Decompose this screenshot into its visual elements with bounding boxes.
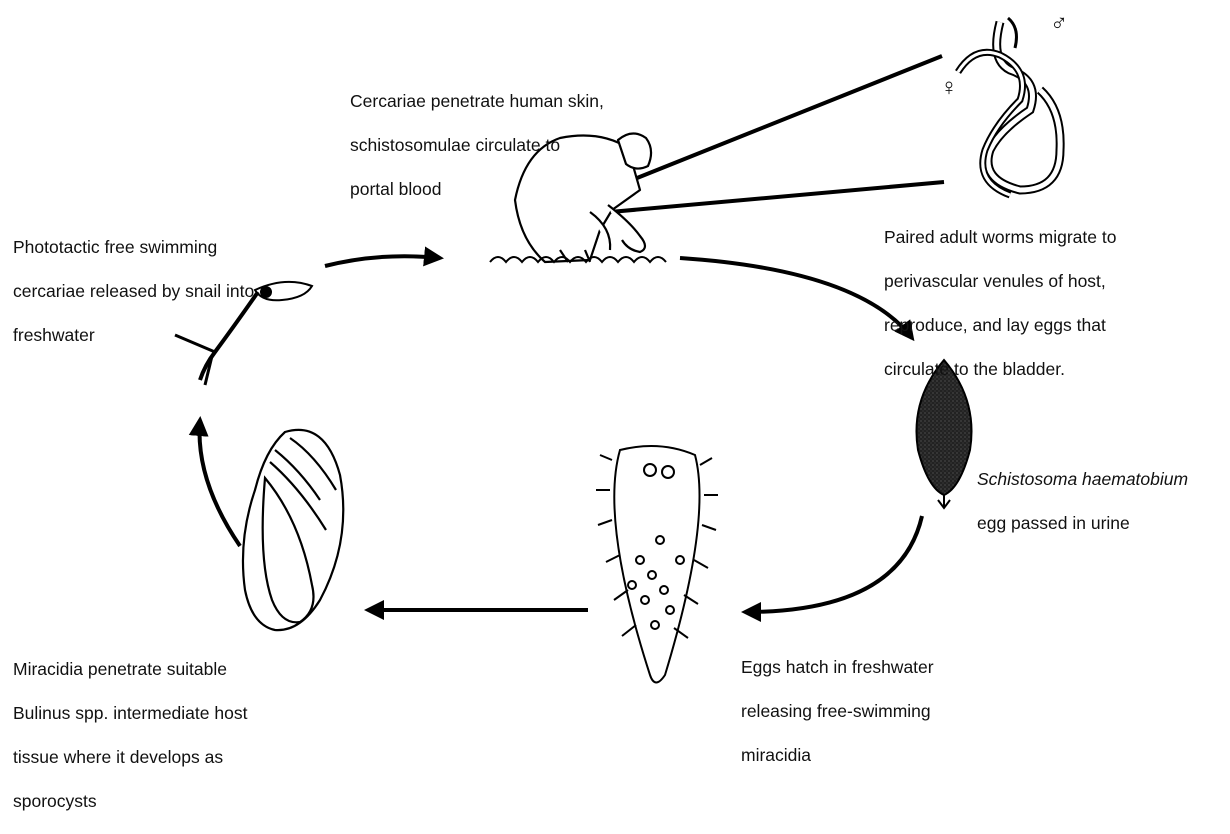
label-line: sporocysts: [13, 790, 247, 812]
miracidium: [596, 446, 718, 683]
arrow-cercariae-to-human: [325, 256, 440, 266]
arrow-egg-to-miracidia: [745, 516, 922, 612]
label-phototactic: Phototactic free swimming cercariae rele…: [13, 214, 254, 368]
arrow-human-to-egg: [680, 258, 912, 338]
label-line: Phototactic free swimming: [13, 236, 254, 258]
life-cycle-diagram: Cercariae penetrate human skin, schistos…: [0, 0, 1230, 725]
egg-passed-text: egg passed in urine: [977, 512, 1188, 534]
label-line: freshwater: [13, 324, 254, 346]
label-line: miracidia: [741, 744, 934, 766]
label-eggs-hatch: Eggs hatch in freshwater releasing free-…: [741, 634, 934, 788]
label-line: releasing free-swimming: [741, 700, 934, 722]
label-line: reproduce, and lay eggs that: [884, 314, 1116, 336]
label-line: Eggs hatch in freshwater: [741, 656, 934, 678]
female-symbol: ♀: [940, 76, 958, 100]
label-line: Cercariae penetrate human skin,: [350, 90, 604, 112]
label-line: Miracidia penetrate suitable: [13, 658, 247, 680]
arrow-snail-to-cercariae: [200, 420, 241, 546]
male-symbol: ♂: [1050, 12, 1068, 36]
label-line: schistosomulae circulate to: [350, 134, 604, 156]
label-line: perivascular venules of host,: [884, 270, 1116, 292]
pointer-line-upper: [612, 56, 942, 188]
egg-species-name: Schistosoma haematobium: [977, 468, 1188, 490]
label-line: Bulinus spp. intermediate host: [13, 702, 247, 724]
snail-shell: [243, 430, 343, 630]
label-miracidia-penetrate: Miracidia penetrate suitable Bulinus spp…: [13, 636, 247, 834]
label-line: portal blood: [350, 178, 604, 200]
label-line: tissue where it develops as: [13, 746, 247, 768]
adult-worms: [958, 18, 1060, 195]
label-cercariae-penetrate: Cercariae penetrate human skin, schistos…: [350, 68, 604, 222]
label-line: Paired adult worms migrate to: [884, 226, 1116, 248]
label-line: cercariae released by snail into: [13, 280, 254, 302]
label-paired-adult: Paired adult worms migrate to perivascul…: [884, 204, 1116, 402]
label-egg: Schistosoma haematobium egg passed in ur…: [977, 446, 1188, 556]
label-line: circulate to the bladder.: [884, 358, 1116, 380]
